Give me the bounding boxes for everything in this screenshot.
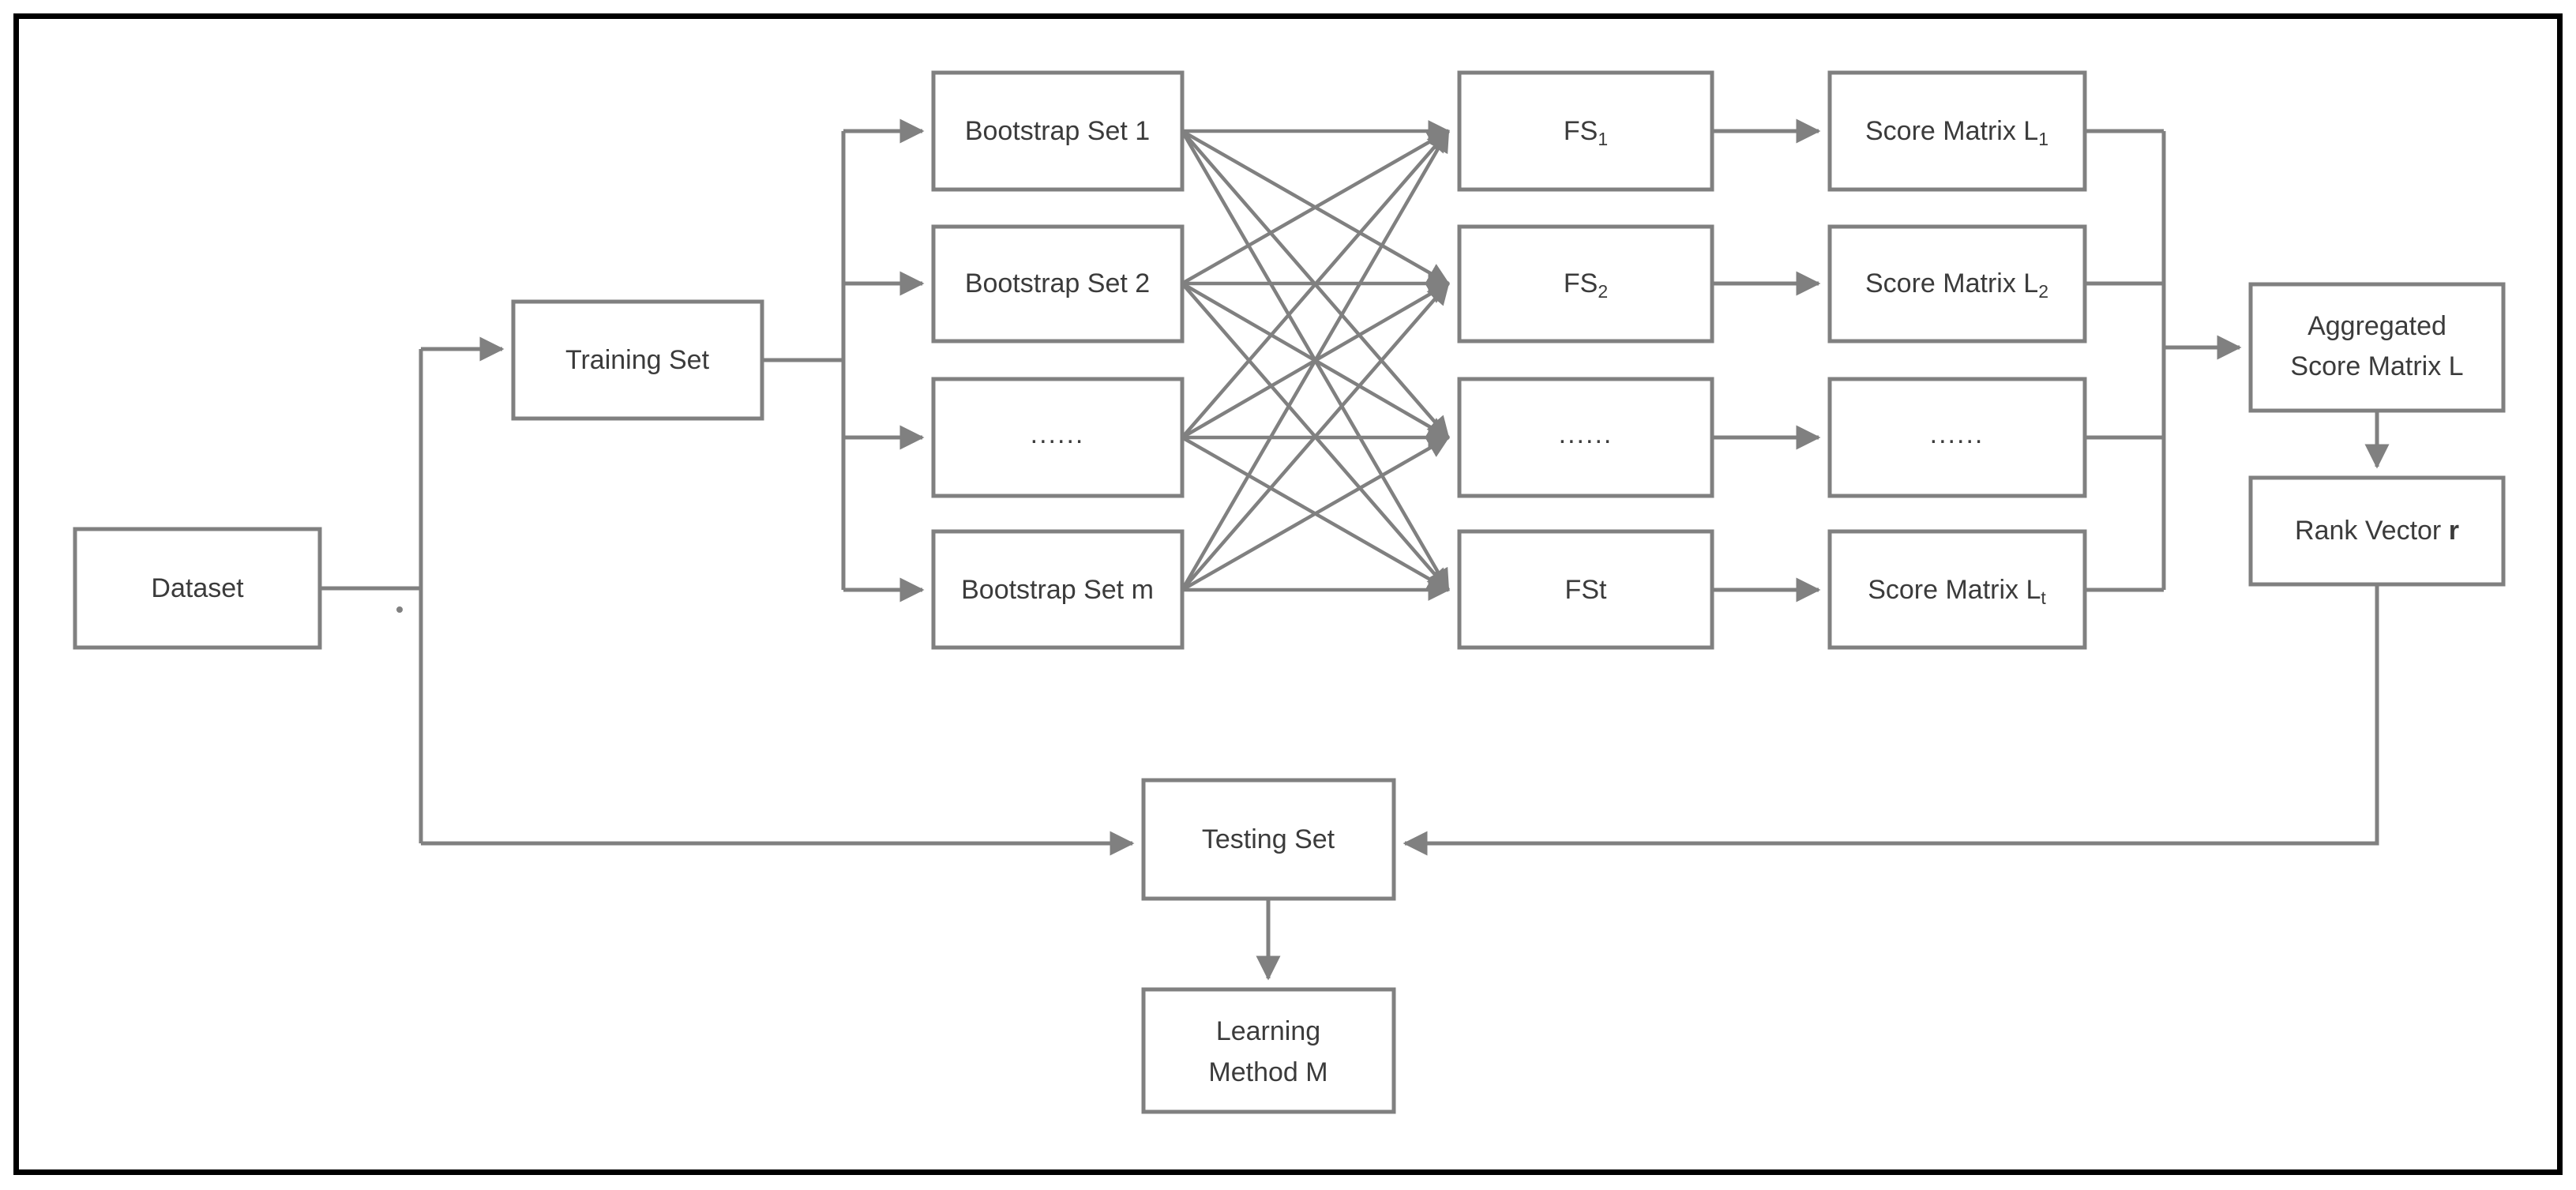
node-fs-1-subscript: 1 bbox=[1598, 129, 1608, 149]
node-fs-t-box[interactable] bbox=[1457, 529, 1714, 650]
node-fs-2-subscript: 2 bbox=[1598, 281, 1608, 302]
node-fs-t-label: FSt bbox=[1565, 575, 1607, 605]
node-fs-1-box[interactable] bbox=[1457, 70, 1714, 192]
node-fs-1[interactable]: FS1 bbox=[1457, 70, 1714, 192]
node-bootstrap-set-ellipsis-box[interactable] bbox=[931, 377, 1185, 498]
node-score-matrix-2-base: Score Matrix L bbox=[1865, 268, 2038, 298]
connector-bootstrap2-to-fs1 bbox=[1181, 130, 1450, 285]
connector-bootstrap4-to-fs1 bbox=[1181, 130, 1450, 591]
node-score-matrix-ellipsis-label: ...... bbox=[1930, 419, 1985, 449]
node-rank-vector-label: Rank Vector r bbox=[2295, 516, 2459, 546]
node-rank-vector-symbol: r bbox=[2449, 516, 2459, 546]
node-score-matrix-t-subscript: t bbox=[2041, 587, 2046, 608]
stray-dot-marker bbox=[396, 606, 403, 613]
node-fs-ellipsis-box[interactable] bbox=[1457, 377, 1714, 498]
node-score-matrix-2-label: Score Matrix L2 bbox=[1865, 268, 2048, 302]
node-training-set[interactable]: Training Set bbox=[511, 299, 764, 421]
node-fs-t[interactable]: FSt bbox=[1457, 529, 1714, 650]
node-bootstrap-set-m[interactable]: Bootstrap Set m bbox=[931, 529, 1185, 650]
node-learning-method-line2: Method M bbox=[1208, 1057, 1327, 1087]
node-bootstrap-set-2-label: Bootstrap Set 2 bbox=[965, 268, 1150, 298]
node-aggregated-score-matrix[interactable]: Aggregated Score Matrix L bbox=[2248, 282, 2506, 413]
node-fs-ellipsis[interactable]: ...... bbox=[1457, 377, 1714, 498]
node-score-matrix-1-base: Score Matrix L bbox=[1865, 116, 2038, 146]
node-rank-vector-text: Rank Vector bbox=[2295, 516, 2449, 546]
connector-bootstrap4-to-fs2 bbox=[1181, 282, 1450, 591]
connector-bootstrap4-to-fs3 bbox=[1181, 436, 1450, 591]
node-fs-ellipsis-label: ...... bbox=[1559, 419, 1613, 449]
node-dataset-label: Dataset bbox=[151, 573, 244, 603]
node-score-matrix-2-subscript: 2 bbox=[2038, 281, 2048, 302]
node-bootstrap-set-m-box[interactable] bbox=[931, 529, 1185, 650]
node-aggregated-score-matrix-line1: Aggregated bbox=[2308, 311, 2446, 341]
node-bootstrap-set-1[interactable]: Bootstrap Set 1 bbox=[931, 70, 1185, 192]
node-training-set-label: Training Set bbox=[565, 345, 710, 375]
node-aggregated-score-matrix-line2: Score Matrix L bbox=[2290, 351, 2463, 381]
node-layer: Dataset Training Set Bootstrap Set 1 Boo… bbox=[73, 70, 2506, 1114]
node-fs-2[interactable]: FS2 bbox=[1457, 224, 1714, 343]
connector-rank-to-testing bbox=[1403, 584, 2379, 856]
node-learning-method-box[interactable] bbox=[1141, 987, 1396, 1114]
node-aggregated-score-matrix-box[interactable] bbox=[2248, 282, 2506, 413]
node-testing-set-label: Testing Set bbox=[1202, 824, 1335, 854]
node-fs-2-label: FS2 bbox=[1564, 268, 1608, 302]
node-score-matrix-ellipsis-box[interactable] bbox=[1827, 377, 2087, 498]
node-score-matrix-1-label: Score Matrix L1 bbox=[1865, 116, 2048, 149]
node-bootstrap-set-1-box[interactable] bbox=[931, 70, 1185, 192]
node-score-matrix-2[interactable]: Score Matrix L2 bbox=[1827, 224, 2087, 343]
node-bootstrap-set-2-box[interactable] bbox=[931, 224, 1185, 343]
connector-bootstrap3-to-fs1 bbox=[1181, 130, 1450, 439]
node-score-matrix-t-base: Score Matrix L bbox=[1868, 575, 2041, 605]
node-training-set-box[interactable] bbox=[511, 299, 764, 421]
node-score-matrix-t[interactable]: Score Matrix Lt bbox=[1827, 529, 2087, 650]
node-score-matrix-1[interactable]: Score Matrix L1 bbox=[1827, 70, 2087, 192]
node-fs-1-label: FS1 bbox=[1564, 116, 1608, 149]
node-bootstrap-set-ellipsis-label: ...... bbox=[1031, 419, 1085, 449]
node-score-matrix-ellipsis[interactable]: ...... bbox=[1827, 377, 2087, 498]
node-score-matrix-t-label: Score Matrix Lt bbox=[1868, 575, 2046, 608]
node-rank-vector[interactable]: Rank Vector r bbox=[2248, 475, 2506, 587]
node-score-matrix-2-box[interactable] bbox=[1827, 224, 2087, 343]
node-rank-vector-box[interactable] bbox=[2248, 475, 2506, 587]
node-score-matrix-1-box[interactable] bbox=[1827, 70, 2087, 192]
node-learning-method[interactable]: Learning Method M bbox=[1141, 987, 1396, 1114]
node-learning-method-line1: Learning bbox=[1216, 1016, 1320, 1046]
connector-layer bbox=[320, 118, 2390, 981]
node-testing-set-box[interactable] bbox=[1141, 778, 1396, 901]
node-bootstrap-set-1-label: Bootstrap Set 1 bbox=[965, 116, 1150, 146]
node-testing-set[interactable]: Testing Set bbox=[1141, 778, 1396, 901]
node-bootstrap-set-ellipsis[interactable]: ...... bbox=[931, 377, 1185, 498]
node-fs-2-base: FS bbox=[1564, 268, 1598, 298]
outer-frame bbox=[13, 13, 2563, 1175]
node-fs-t-base: FSt bbox=[1565, 575, 1607, 605]
node-fs-1-base: FS bbox=[1564, 116, 1598, 146]
node-fs-2-box[interactable] bbox=[1457, 224, 1714, 343]
node-score-matrix-1-subscript: 1 bbox=[2038, 129, 2048, 149]
node-bootstrap-set-2[interactable]: Bootstrap Set 2 bbox=[931, 224, 1185, 343]
node-dataset-box[interactable] bbox=[73, 527, 322, 650]
node-score-matrix-t-box[interactable] bbox=[1827, 529, 2087, 650]
node-bootstrap-set-m-label: Bootstrap Set m bbox=[961, 575, 1154, 605]
node-dataset[interactable]: Dataset bbox=[73, 527, 322, 650]
